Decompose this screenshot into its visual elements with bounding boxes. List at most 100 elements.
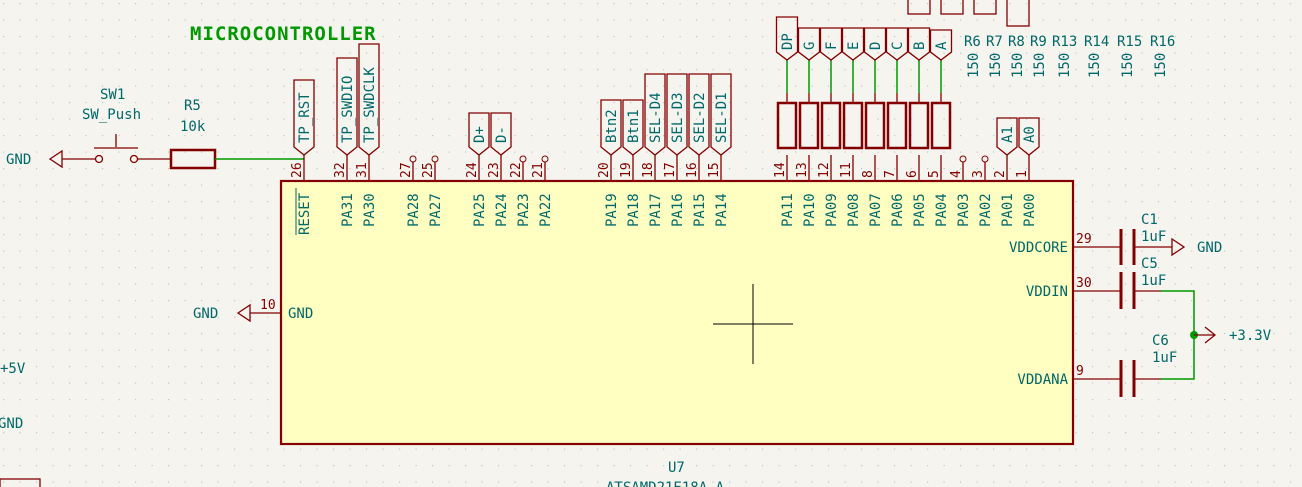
pin-number: 22 (509, 162, 524, 178)
pin-name: PA01 (1000, 193, 1016, 227)
pin-number: 17 (663, 162, 678, 178)
pin-name: PA16 (670, 193, 686, 227)
pin-name: PA10 (802, 193, 818, 227)
segment-resistor-ref: R13 (1052, 34, 1077, 50)
pin-name: PA31 (340, 193, 356, 227)
segment-resistor-value: 150 (1032, 53, 1048, 78)
pin-name: PA30 (362, 193, 378, 227)
svg-text:10: 10 (260, 298, 276, 313)
pin-name: PA15 (692, 193, 708, 227)
global-label-text: Btn2 (604, 109, 620, 143)
pin-number: 21 (531, 162, 546, 178)
pin-name: PA00 (1022, 193, 1038, 227)
svg-text:GND: GND (288, 306, 313, 322)
c5-ref: C5 (1141, 256, 1158, 272)
svg-text:30: 30 (1076, 276, 1092, 291)
global-label-text: TP_SWDIO (340, 76, 356, 143)
segment-label-text: C (890, 42, 906, 50)
svg-text:29: 29 (1076, 232, 1092, 247)
svg-text:VDDCORE: VDDCORE (1009, 240, 1068, 256)
pin-number: 14 (773, 162, 788, 178)
segment-resistor-value: 150 (988, 53, 1004, 78)
pin-number: 27 (399, 162, 414, 178)
svg-text:VDDANA: VDDANA (1017, 372, 1068, 388)
pin-name: PA07 (868, 193, 884, 227)
global-label-text: Btn1 (626, 109, 642, 143)
pin-number: 8 (861, 170, 876, 178)
c1-value: 1uF (1141, 229, 1166, 245)
pin-number: 23 (487, 162, 502, 178)
segment-resistor-value: 150 (1153, 53, 1169, 78)
pin-name: PA25 (472, 193, 488, 227)
pin-number: 13 (795, 162, 810, 178)
svg-text:9: 9 (1076, 364, 1084, 379)
pin-number: 19 (619, 162, 634, 178)
global-label-text: SEL-D3 (670, 92, 686, 143)
segment-resistor-ref: R7 (986, 34, 1003, 50)
segment-label-text: B (912, 42, 928, 50)
pin-name: PA02 (978, 193, 994, 227)
global-label-text: TP_RST (297, 92, 313, 143)
pin-name: PA19 (604, 193, 620, 227)
pin-number: 2 (993, 170, 1008, 178)
segment-resistor-value: 150 (1057, 53, 1073, 78)
segment-label-text: A (934, 41, 950, 50)
pin-number: 12 (817, 162, 832, 178)
global-label-text: TP_SWDCLK (362, 67, 378, 143)
pin-number: 3 (971, 170, 986, 178)
global-label-text: SEL-D4 (648, 92, 664, 143)
segment-resistor-value: 150 (1120, 53, 1136, 78)
pin-number: 15 (707, 162, 722, 178)
pin-number: 24 (465, 162, 480, 178)
pin-name: PA09 (824, 193, 840, 227)
segment-resistor-value: 150 (966, 53, 982, 78)
c1-ref: C1 (1141, 212, 1158, 228)
pin-name: PA06 (890, 193, 906, 227)
segment-label-text: E (846, 42, 862, 50)
pin-name: PA17 (648, 193, 664, 227)
pin-name: RESET (297, 192, 313, 235)
pin-number: 20 (597, 162, 612, 178)
global-label-text: A0 (1022, 126, 1038, 143)
v33-label: +3.3V (1229, 328, 1272, 344)
gnd-label-left: GND (6, 152, 31, 168)
pin-name: PA23 (516, 193, 532, 227)
pin-number: 31 (355, 162, 370, 178)
u7-value: ATSAMD21E18A-A (606, 480, 725, 487)
sheet-title: MICROCONTROLLER (190, 23, 377, 45)
svg-text:GND: GND (193, 306, 218, 322)
segment-resistor-ref: R14 (1084, 34, 1109, 50)
segment-resistor-value: 150 (1087, 53, 1103, 78)
v5-label: +5V (0, 361, 26, 377)
c6-value: 1uF (1152, 350, 1177, 366)
pin-number: 11 (839, 162, 854, 178)
pin-number: 7 (883, 170, 898, 178)
segment-resistor-ref: R6 (964, 34, 981, 50)
segment-label-text: DP (780, 33, 796, 50)
segment-resistor-ref: R8 (1008, 34, 1025, 50)
segment-label-text: D (868, 42, 884, 50)
pin-number: 32 (333, 162, 348, 178)
segment-resistor-ref: R9 (1030, 34, 1047, 50)
pin-number: 26 (290, 162, 305, 178)
gnd-label-right: GND (1197, 240, 1222, 256)
c6-ref: C6 (1152, 333, 1169, 349)
pin-name: PA27 (428, 193, 444, 227)
global-label-text: D+ (472, 126, 488, 143)
svg-text:VDDIN: VDDIN (1026, 284, 1068, 300)
u7-ref: U7 (668, 460, 685, 476)
r5-ref: R5 (184, 98, 201, 114)
sw1-ref: SW1 (100, 87, 125, 103)
pin-number: 25 (421, 162, 436, 178)
pin-name: PA08 (846, 193, 862, 227)
gnd-label-far-left: GND (0, 416, 23, 432)
segment-label-text: F (824, 42, 840, 50)
c5-value: 1uF (1141, 273, 1166, 289)
segment-resistor-ref: R15 (1117, 34, 1142, 50)
segment-resistor-ref: R16 (1150, 34, 1175, 50)
pin-name: PA11 (780, 193, 796, 227)
pin-name: PA14 (714, 193, 730, 227)
pin-name: PA28 (406, 193, 422, 227)
pin-name: PA03 (956, 193, 972, 227)
